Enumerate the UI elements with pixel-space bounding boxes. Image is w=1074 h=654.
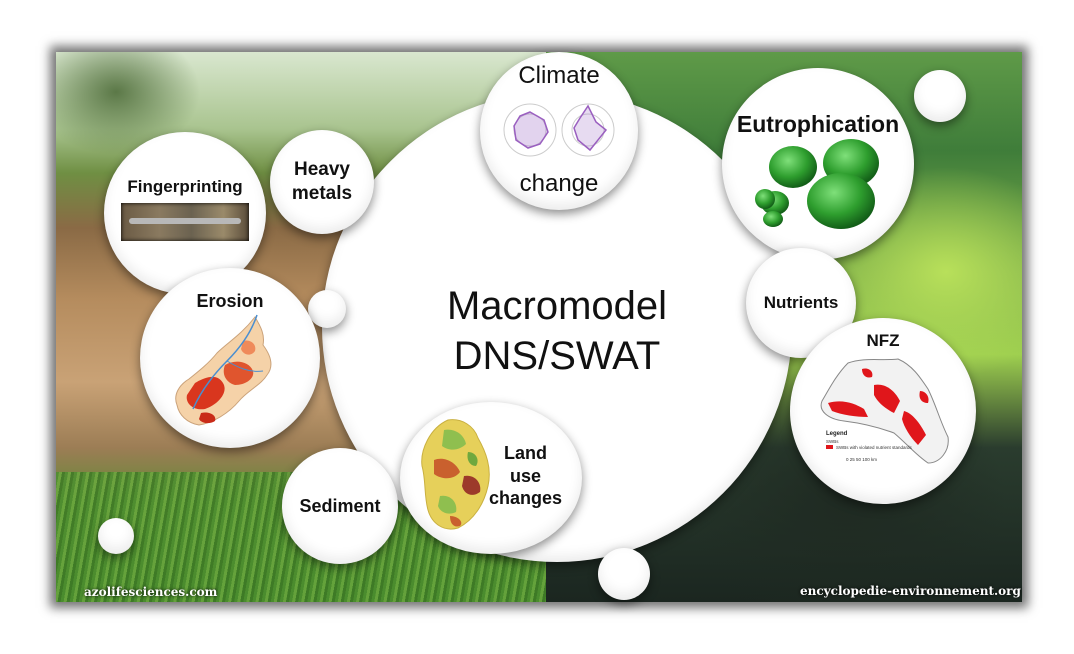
sediment-bubble: Sediment — [282, 448, 398, 564]
land-use-changes-bubble: Land use changes — [400, 402, 582, 554]
climate-label-top: Climate — [518, 62, 600, 89]
algae-cells-icon — [755, 138, 879, 229]
nfz-map: Legend SWBs SWBs with violated nutrient … — [820, 358, 949, 464]
nfz-bubble: NFZ Legend SWBs SWBs with violated nutri… — [790, 318, 976, 504]
credit-right: encyclopedie-environnement.org — [800, 584, 1021, 598]
fingerprinting-label: Fingerprinting — [127, 177, 243, 196]
decorative-dot-bottom-left — [98, 518, 134, 554]
eutrophication-bubble: Eutrophication — [722, 68, 914, 260]
eutrophication-label: Eutrophication — [736, 111, 900, 137]
climate-change-bubble: Climate change — [480, 52, 638, 210]
erosion-bubble: Erosion — [140, 268, 320, 448]
radar-chart-icon — [503, 103, 615, 157]
nfz-legend-item: SWBs with violated nutrient standards — [836, 445, 913, 450]
credit-left: azolifesciences.com — [84, 585, 218, 599]
land-use-map — [421, 419, 490, 530]
decorative-dot-left — [308, 290, 346, 328]
fingerprinting-bubble: Fingerprinting — [104, 132, 266, 294]
heavy-metals-bubble: Heavy metals — [270, 130, 374, 234]
nutrients-label: Nutrients — [763, 293, 839, 313]
erosion-label: Erosion — [196, 291, 264, 311]
nfz-legend-swatch — [826, 445, 833, 450]
nfz-legend-scale: 0 25 50 100 km — [846, 457, 877, 462]
climate-label-bottom: change — [519, 170, 599, 197]
soil-core-photo — [121, 203, 249, 242]
decorative-dot-top-right — [914, 70, 966, 122]
nfz-legend-title: Legend — [826, 431, 848, 437]
nfz-legend-subtitle: SWBs — [826, 439, 839, 444]
erosion-map — [175, 314, 272, 426]
land-use-label: Land use changes — [488, 443, 562, 508]
heavy-metals-label: Heavy metals — [291, 159, 353, 204]
sediment-label: Sediment — [299, 495, 381, 516]
decorative-dot-bottom-center — [598, 548, 650, 600]
nfz-label: NFZ — [866, 331, 900, 350]
center-title: Macromodel DNS/SWAT — [446, 284, 668, 378]
